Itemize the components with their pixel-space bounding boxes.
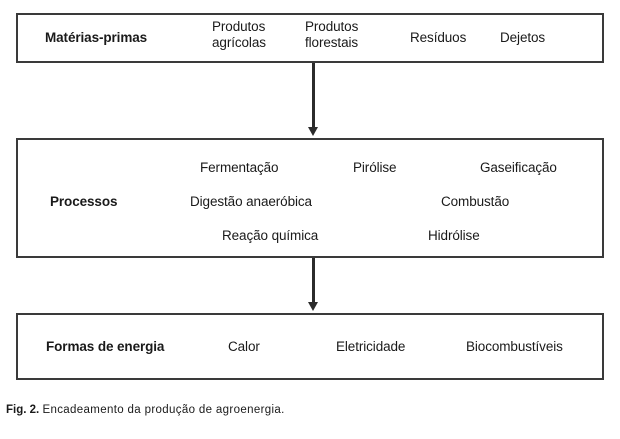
figure-caption-text: Encadeamento da produção de agroenergia. (42, 404, 285, 416)
stage-label-energy-forms: Formas de energia (46, 339, 165, 354)
arrow-head (308, 302, 318, 311)
arrow-shaft (312, 63, 315, 130)
process-item-fermentation: Fermentação (200, 160, 279, 175)
stage-box-raw-materials (16, 13, 604, 63)
raw-material-item-agricultural-products: Produtos agrícolas (212, 19, 266, 50)
arrow-raw-to-processes-icon (308, 63, 319, 138)
energy-item-heat: Calor (228, 339, 260, 354)
process-item-chemical-reaction: Reação química (222, 228, 319, 243)
stage-label-raw-materials: Matérias-primas (45, 30, 148, 45)
energy-item-biofuels: Biocombustíveis (466, 339, 563, 354)
process-item-combustion: Combustão (441, 194, 510, 209)
process-item-anaerobic-digestion: Digestão anaeróbica (190, 194, 312, 209)
arrow-processes-to-energy-icon (308, 258, 319, 313)
process-item-hydrolysis: Hidrólise (428, 228, 480, 243)
stage-box-energy-forms (16, 313, 604, 380)
figure-caption-label: Fig. 2. (6, 404, 40, 416)
figure-caption: Fig. 2. Encadeamento da produção de agro… (6, 403, 285, 418)
raw-material-item-forest-products: Produtos florestais (305, 19, 359, 50)
arrow-head (308, 127, 318, 136)
process-item-pyrolysis: Pirólise (353, 160, 397, 175)
raw-material-item-manure: Dejetos (500, 30, 546, 45)
stage-label-processes: Processos (50, 194, 118, 209)
arrow-shaft (312, 258, 315, 305)
raw-material-item-residues: Resíduos (410, 30, 467, 45)
process-item-gasification: Gaseificação (480, 160, 557, 175)
stage-box-processes (16, 138, 604, 258)
energy-item-electricity: Eletricidade (336, 339, 406, 354)
